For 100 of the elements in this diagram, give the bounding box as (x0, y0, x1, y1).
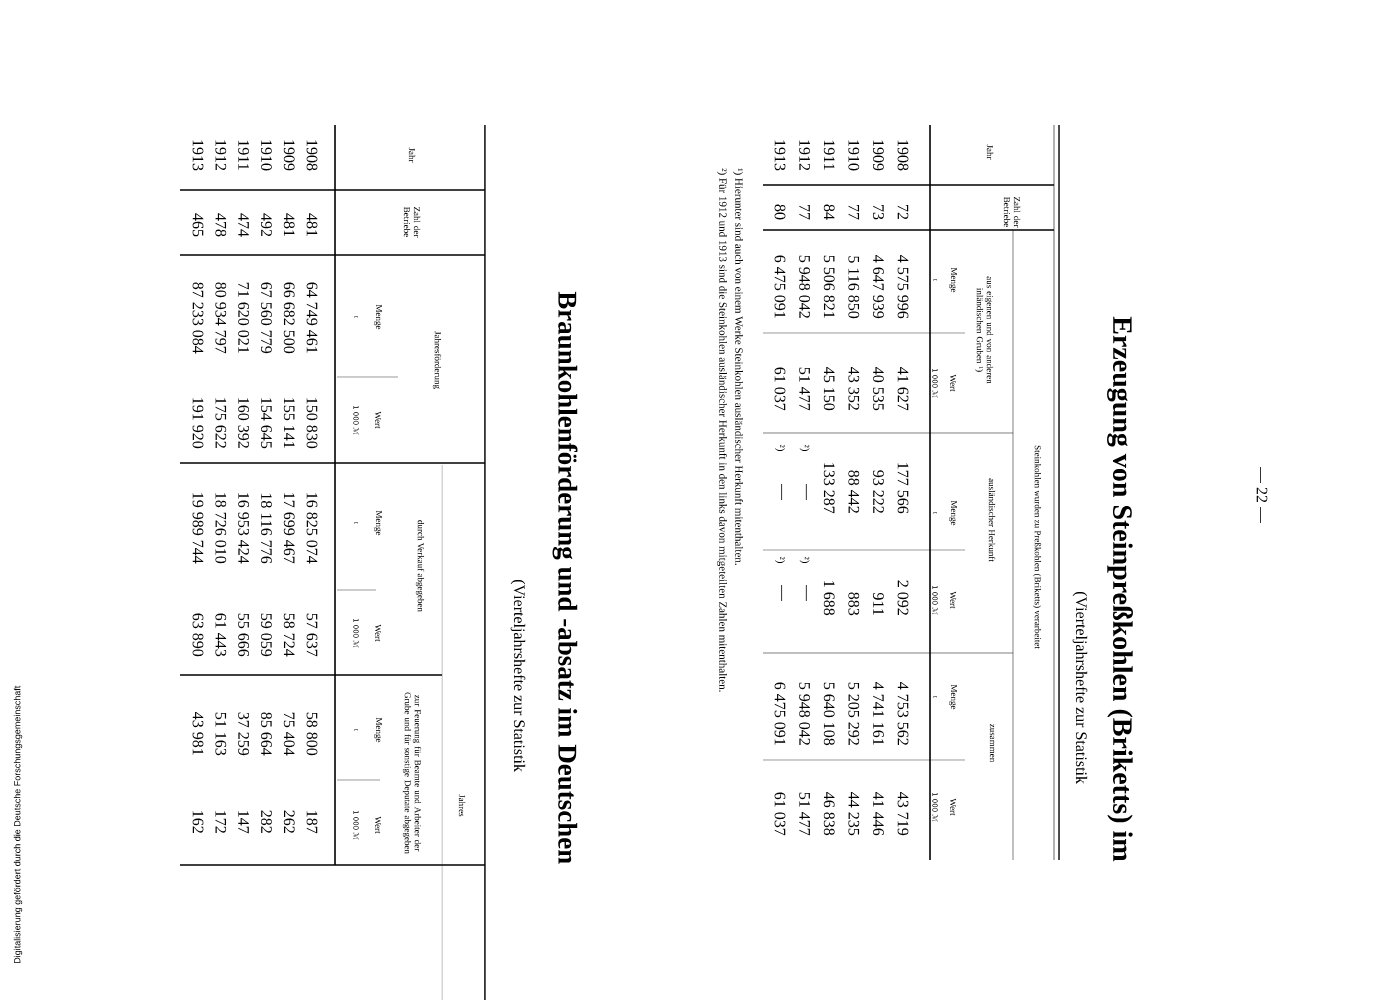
table-value: 61 443 (215, 613, 227, 657)
column-header: Jahres (458, 794, 466, 817)
year-label: 1911 (823, 140, 835, 170)
table-value: 5 640 108 (823, 682, 835, 746)
table-value: — (805, 584, 807, 602)
table-value: 71 620 021 (238, 282, 249, 353)
table-value: 57 637 (306, 613, 318, 657)
table-value: 1 688 (823, 581, 835, 616)
column-header: Jahr (986, 144, 994, 160)
year-label: 1909 (283, 140, 295, 171)
table-value: 465 (192, 213, 204, 237)
table-value: 6 475 091 (774, 255, 786, 318)
table-value: 4 647 939 (873, 255, 884, 319)
table-value: 61 037 (774, 792, 786, 836)
table-value: 67 560 779 (261, 282, 272, 354)
table-value: 55 666 (238, 613, 249, 657)
column-header: Menge (374, 510, 382, 536)
year-label: 1913 (774, 140, 786, 171)
table-value: — (781, 483, 783, 501)
table-value: 162 (192, 811, 204, 833)
table-value: 5 116 850 (848, 256, 860, 319)
table-value: 41 627 (897, 367, 909, 411)
table-value: 43 981 (192, 712, 204, 755)
footer-credit: Digitalisierung gefördert durch die Deutsche Forschungsgemeinschaft (13, 685, 23, 964)
table-value: 73 (873, 205, 884, 220)
column-header: durch Verkauf abgegeben (415, 520, 425, 612)
footnote: ²) Für 1912 und 1913 sind die Steinkohlen ausländischer Herkunft in den links davon mitgeteilten Zahlen mitenthalten. (716, 168, 728, 692)
column-header: Wert (950, 798, 957, 816)
column-header: Menge (949, 267, 957, 293)
column-header: Jahr (408, 147, 416, 163)
table-value: 51 163 (215, 712, 227, 756)
table-value: 51 477 (799, 367, 810, 411)
table-value: 72 (897, 205, 909, 220)
table-value: 46 838 (823, 792, 835, 836)
column-header: Wert (950, 591, 957, 609)
page-title: Braunkohlenförderung und -absatz im Deutschen (552, 291, 578, 864)
table-value: 150 830 (306, 398, 318, 449)
table-value: 77 (848, 205, 860, 220)
page-number: — 22 — (1256, 466, 1268, 524)
table-value: 5 205 292 (848, 682, 860, 745)
table-value: 93 222 (873, 470, 884, 513)
table-value: — (805, 483, 807, 501)
table-value: 43 719 (897, 792, 909, 836)
table-value: 5 506 821 (823, 255, 835, 318)
column-header: Menge (374, 304, 382, 330)
table-value: 18 116 776 (261, 493, 272, 564)
footnote: ¹) Hierunter sind auch von einem Werke Steinkohlen ausländischer Herkunft mitenthalten. (732, 168, 744, 565)
footnote-mark: ²) (799, 444, 810, 451)
table-value: 37 259 (238, 712, 249, 756)
year-label: 1913 (192, 140, 204, 171)
table-value: 191 920 (192, 398, 204, 449)
column-header: zur Feuerung für Beamte und Arbeiter der Grube und für sonstige Deputate abgegeben (402, 692, 422, 854)
footnote-mark: ²) (799, 556, 810, 563)
table-value: 51 477 (799, 792, 810, 836)
table-value: 6 475 091 (774, 682, 786, 745)
table-value: 4 741 161 (873, 682, 884, 745)
table-value: 58 724 (283, 613, 295, 657)
table-value: 84 (823, 204, 835, 220)
table-value: 172 (215, 811, 227, 833)
table-value: 18 726 010 (215, 493, 227, 564)
table-value: 80 (774, 204, 786, 220)
table-value: 80 934 797 (215, 282, 227, 354)
table-value: 19 989 744 (192, 493, 204, 564)
table-value: 63 890 (192, 613, 204, 657)
table-value: 133 287 (823, 463, 835, 514)
column-header: Wert (375, 411, 382, 429)
table-value: 64 749 461 (306, 282, 318, 353)
table-value: 87 233 084 (192, 282, 204, 354)
page-title: Erzeugung von Steinpreßkohlen (Briketts) im (1107, 316, 1133, 862)
column-header: Zahl der Betriebe (1003, 196, 1021, 228)
table-value: 45 150 (823, 367, 835, 411)
year-label: 1909 (873, 140, 884, 171)
column-header: ausländischer Herkunft (988, 478, 996, 562)
year-label: 1910 (261, 140, 272, 171)
year-label: 1910 (848, 140, 860, 171)
column-header: Wert (950, 374, 957, 392)
table-value: 88 442 (848, 470, 860, 513)
column-header: Menge (949, 500, 957, 526)
column-header: Wert (375, 624, 382, 642)
table-value: 481 (283, 213, 295, 237)
table-value: 282 (261, 810, 272, 833)
table-value: 147 (238, 811, 249, 834)
table-value: 175 622 (215, 398, 227, 448)
table-value: — (781, 584, 783, 602)
table-value: 262 (283, 810, 295, 833)
table-value: 492 (261, 213, 272, 237)
table-value: 155 141 (283, 398, 295, 448)
table-value: 59 059 (261, 613, 272, 657)
year-label: 1908 (306, 140, 318, 171)
table-value: 154 645 (261, 398, 272, 449)
column-header: Steinkohlen wurden zu Preßkohlen (Briketts) verarbeitet (1032, 445, 1042, 649)
table-value: 85 664 (261, 712, 272, 756)
table-value: 481 (306, 213, 318, 237)
table-value: 883 (848, 592, 860, 616)
table-value: 474 (238, 213, 249, 237)
column-header: Menge (374, 717, 382, 743)
table-value: 16 953 424 (238, 493, 249, 564)
column-header: Zahl der Betriebe (403, 206, 421, 238)
subtitle: (Vierteljahrshefte zur Statistik (510, 579, 526, 772)
table-value: 41 446 (873, 792, 884, 836)
